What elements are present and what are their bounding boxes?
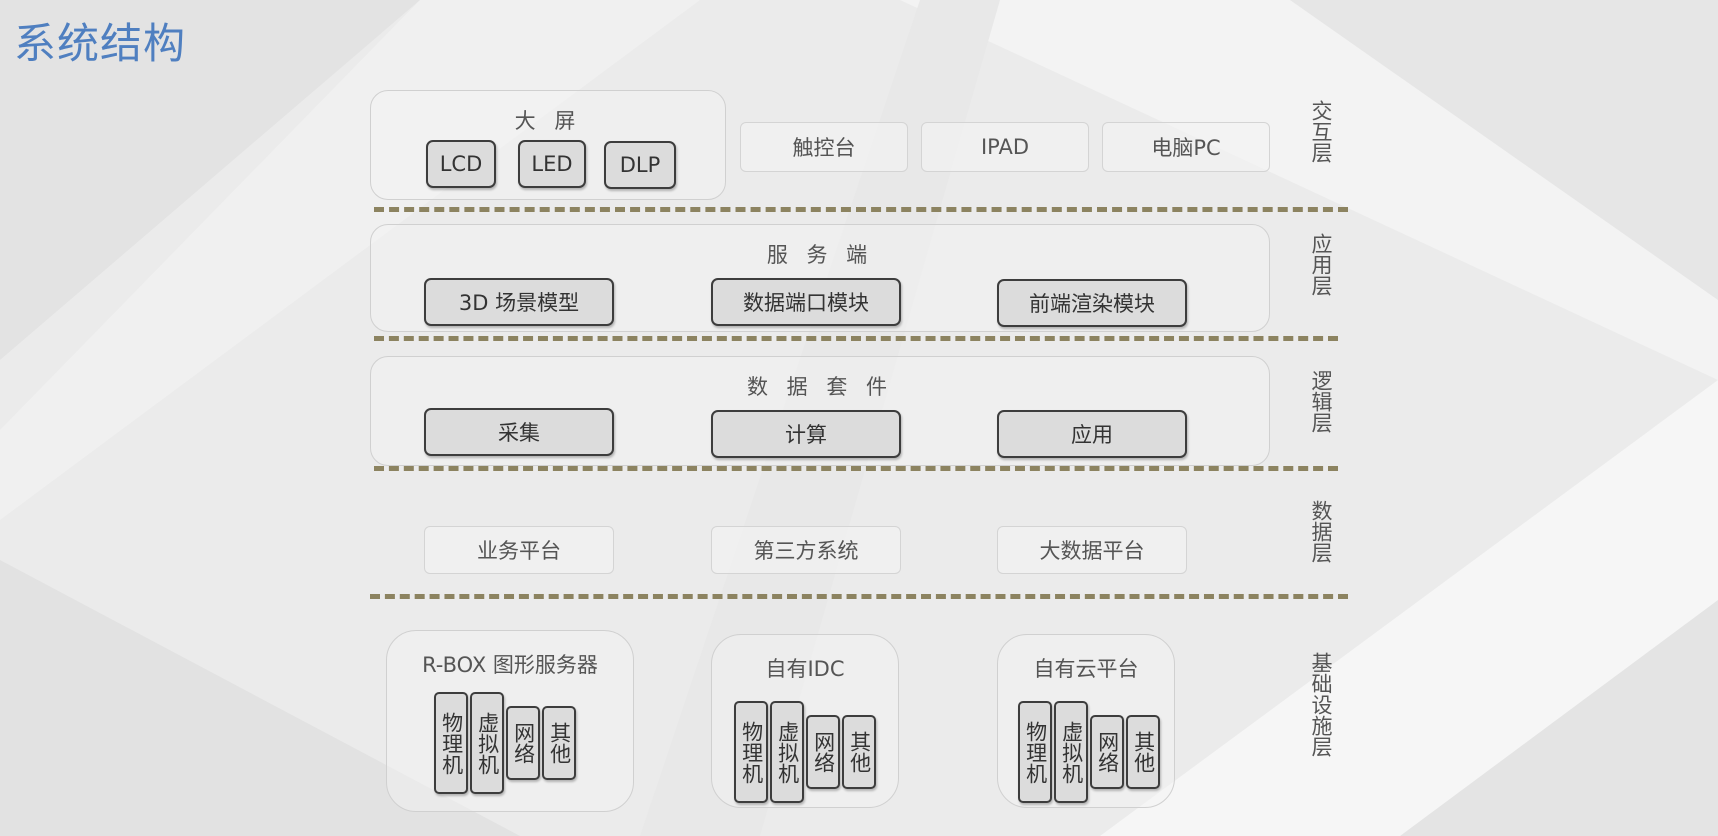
device-ipad: IPAD bbox=[921, 122, 1089, 172]
module-frontend-render: 前端渲染模块 bbox=[997, 279, 1187, 327]
page-title: 系统结构 bbox=[14, 19, 187, 68]
cloud-other: 其他 bbox=[1126, 715, 1160, 789]
module-collect: 采集 bbox=[424, 408, 614, 456]
layer-label-application: 应用层 bbox=[1309, 233, 1333, 296]
layer-label-interaction: 交互层 bbox=[1309, 100, 1333, 163]
source-big-data-platform: 大数据平台 bbox=[997, 526, 1187, 574]
idc-physical: 物理机 bbox=[734, 701, 768, 803]
server-title: 服 务 端 bbox=[766, 243, 874, 267]
layer-label-data: 数据层 bbox=[1309, 500, 1333, 563]
rbox-physical: 物理机 bbox=[434, 692, 468, 794]
divider-4 bbox=[370, 594, 1348, 599]
screen-dlp: DLP bbox=[604, 141, 676, 189]
cloud-virtual: 虚拟机 bbox=[1054, 701, 1088, 803]
data-suite-title: 数 据 套 件 bbox=[746, 375, 894, 399]
idc-virtual: 虚拟机 bbox=[770, 701, 804, 803]
cloud-title: 自有云平台 bbox=[1033, 657, 1139, 681]
layer-label-infrastructure: 基础设施层 bbox=[1309, 652, 1333, 757]
device-pc: 电脑PC bbox=[1102, 122, 1270, 172]
source-business-platform: 业务平台 bbox=[424, 526, 614, 574]
screen-led: LED bbox=[518, 140, 586, 188]
module-apply: 应用 bbox=[997, 410, 1187, 458]
module-data-port: 数据端口模块 bbox=[711, 278, 901, 326]
source-third-party: 第三方系统 bbox=[711, 526, 901, 574]
idc-other: 其他 bbox=[842, 715, 876, 789]
device-touch-console: 触控台 bbox=[740, 122, 908, 172]
rbox-other: 其他 bbox=[542, 706, 576, 780]
layer-label-logic: 逻辑层 bbox=[1309, 370, 1333, 433]
divider-3 bbox=[374, 466, 1338, 471]
rbox-title: R-BOX 图形服务器 bbox=[422, 653, 598, 677]
rbox-network: 网络 bbox=[506, 706, 540, 780]
cloud-network: 网络 bbox=[1090, 715, 1124, 789]
module-compute: 计算 bbox=[711, 410, 901, 458]
big-screen-title: 大 屏 bbox=[514, 109, 582, 133]
rbox-virtual: 虚拟机 bbox=[470, 692, 504, 794]
idc-network: 网络 bbox=[806, 715, 840, 789]
divider-1 bbox=[374, 207, 1348, 212]
cloud-physical: 物理机 bbox=[1018, 701, 1052, 803]
divider-2 bbox=[374, 336, 1338, 341]
module-3d-scene: 3D 场景模型 bbox=[424, 278, 614, 326]
idc-title: 自有IDC bbox=[765, 657, 845, 681]
screen-lcd: LCD bbox=[426, 140, 496, 188]
